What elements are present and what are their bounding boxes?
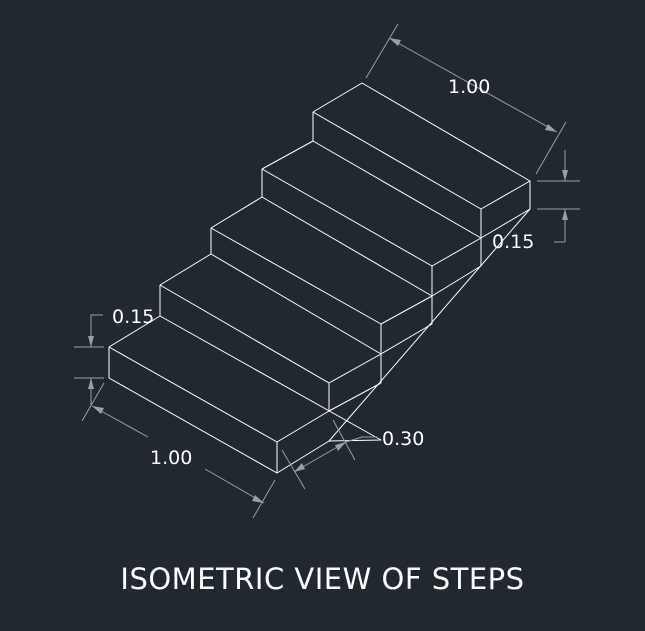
bottom-riser-label: 0.15: [112, 306, 154, 328]
step-1-tread-edge: [276, 410, 330, 443]
dimension-top-riser: 0.15: [492, 150, 580, 253]
step-2-tread-edge: [328, 353, 382, 384]
dimension-bottom-riser: 0.15: [74, 306, 154, 405]
step-1-front-edge: [108, 346, 278, 473]
dimension-top-width: 1.00: [365, 23, 567, 175]
step-3-outline: [210, 196, 433, 355]
dimension-tread: 0.30: [281, 419, 424, 490]
step-4-tread-edge: [431, 237, 482, 267]
step-5-outline: [312, 82, 531, 239]
step-2-outline: [159, 253, 382, 412]
top-riser-label: 0.15: [492, 231, 534, 253]
step-4-front-edge: [261, 168, 433, 296]
tread-label: 0.30: [382, 428, 424, 450]
drawing-title: ISOMETRIC VIEW OF STEPS: [120, 562, 525, 596]
step-5-front-edge: [312, 111, 482, 238]
bottom-width-label: 1.00: [150, 447, 192, 469]
step-4-outline: [261, 140, 482, 297]
stair-back-edge: [328, 208, 531, 442]
step-3-front-edge: [210, 227, 382, 354]
step-2-front-edge: [159, 284, 330, 411]
step-3-tread-edge: [380, 295, 433, 325]
step-5-tread-edge: [480, 180, 531, 210]
dimension-bottom-width: 1.00: [81, 382, 276, 519]
staircase: [108, 82, 531, 474]
top-width-label: 1.00: [448, 76, 490, 98]
